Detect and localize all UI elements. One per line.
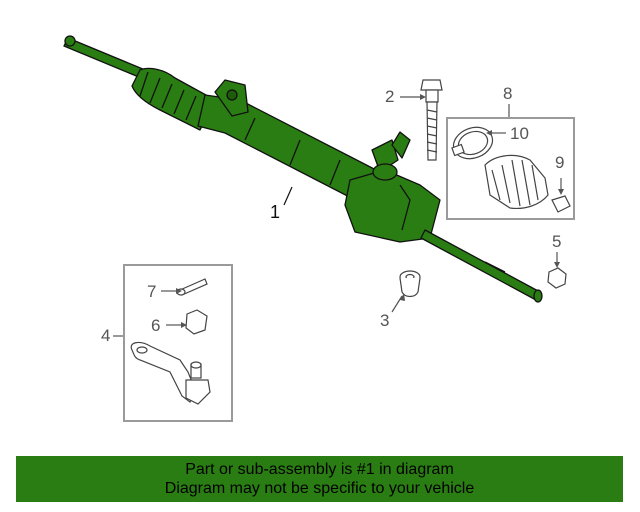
steering-rack-assembly[interactable] <box>63 35 543 303</box>
callout-2[interactable]: 2 <box>385 87 395 106</box>
bolt-part-2[interactable] <box>420 79 443 161</box>
callout-1[interactable]: 1 <box>270 202 281 222</box>
callout-3[interactable]: 3 <box>380 311 390 330</box>
callout-9[interactable]: 9 <box>555 153 565 172</box>
callout-5[interactable]: 5 <box>552 232 562 251</box>
group-box-4 <box>123 264 233 422</box>
callout-8[interactable]: 8 <box>503 84 513 103</box>
tie-rod-end-parts[interactable] <box>130 278 211 405</box>
group-box-8 <box>446 117 575 220</box>
disclaimer-banner: Part or sub-assembly is #1 in diagram Di… <box>16 456 623 502</box>
banner-line-2: Diagram may not be specific to your vehi… <box>164 480 475 497</box>
callout-4[interactable]: 4 <box>101 326 111 345</box>
callout-7[interactable]: 7 <box>147 282 157 301</box>
boot-kit-parts[interactable] <box>449 122 571 213</box>
nut-part-5[interactable] <box>547 267 567 289</box>
callout-10[interactable]: 10 <box>510 124 529 143</box>
bushing-part-3[interactable] <box>399 270 421 298</box>
callout-6[interactable]: 6 <box>151 316 161 335</box>
banner-line-1: Part or sub-assembly is #1 in diagram <box>185 461 454 478</box>
